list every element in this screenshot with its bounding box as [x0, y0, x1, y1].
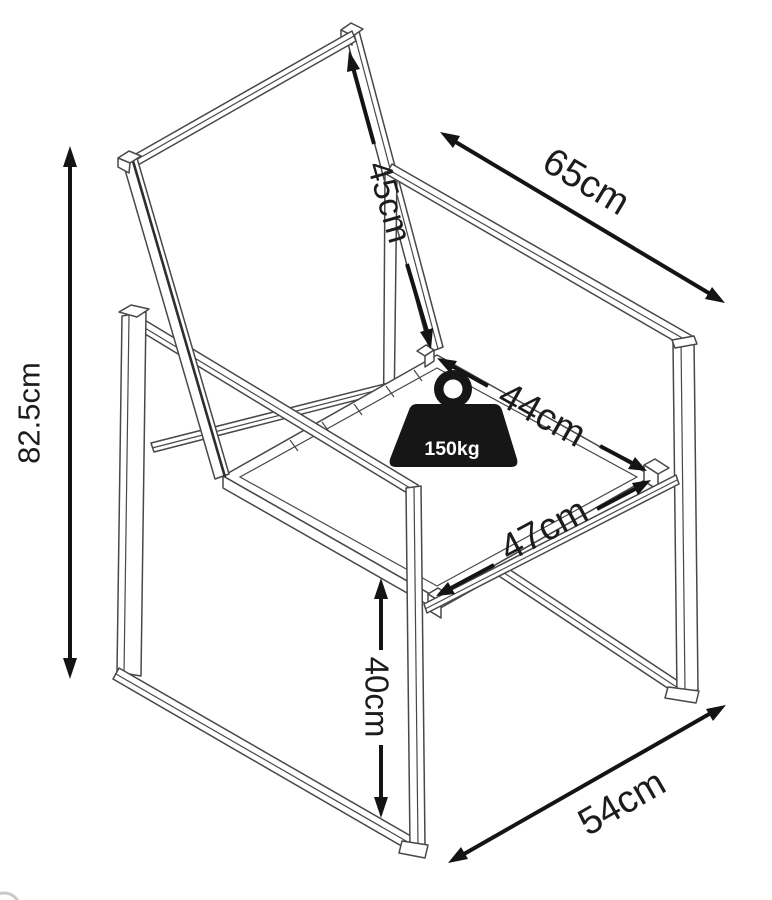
weight-ring-hole [443, 379, 463, 399]
front-left-foot [398, 840, 429, 859]
front-right-post-cap [671, 335, 698, 349]
arrowhead-upright-icon [706, 705, 726, 721]
dimension-line [463, 711, 712, 856]
arrowhead-downleft-icon [448, 847, 468, 863]
dimension-line [450, 486, 638, 590]
dimension-label-arm-depth: 65cm [535, 140, 636, 224]
arrowhead-up-icon [374, 578, 388, 599]
arrowhead-downright-icon [628, 457, 647, 471]
arrowhead-down-icon [420, 328, 433, 349]
back-left-post [116, 311, 147, 677]
dimension-label-backrest-height: 45cm [359, 157, 418, 247]
dimension-line [452, 139, 714, 297]
front-stretcher-group [423, 474, 680, 614]
dimension-label-base-depth: 54cm [571, 762, 672, 845]
dimension-overall-height: 82.5cm [12, 146, 77, 679]
left-side-frame [112, 304, 429, 859]
back-left-post-cap [118, 304, 150, 318]
front-stretcher-edge [424, 479, 678, 610]
front-right-post-edge [680, 340, 686, 692]
dimension-line [449, 363, 635, 466]
arrowhead-up-icon [63, 146, 77, 167]
arrowhead-down-icon [374, 797, 388, 818]
dimension-label-overall-height: 82.5cm [12, 362, 47, 464]
arrowhead-up-icon [347, 51, 360, 72]
weight-body-icon [389, 404, 518, 467]
weight-capacity-icon: 150kg [389, 370, 518, 467]
right-armrest-edge [388, 169, 692, 344]
front-right-foot [664, 686, 700, 704]
backrest-left-post-shadow [131, 160, 227, 478]
dimension-label-seat-height: 40cm [359, 657, 396, 738]
front-right-post [672, 337, 699, 695]
arrowhead-upleft-icon [437, 358, 457, 373]
backrest-left-cap-side [117, 157, 131, 174]
watermark-circle [0, 891, 20, 900]
back-left-post-edge [123, 314, 130, 676]
backrest-left-post-group [117, 150, 230, 480]
arrowhead-upleft-icon [440, 132, 460, 148]
dimension-base-depth: 54cm [448, 705, 726, 863]
dimension-seat-height: 40cm [359, 578, 396, 818]
front-left-post-edge [413, 486, 419, 847]
arrowhead-downleft-icon [436, 582, 455, 596]
arrowhead-upright-icon [632, 480, 651, 495]
seat-back-corner-hinge-b [424, 349, 435, 368]
dimension-line [350, 63, 431, 339]
arrowhead-down-icon [63, 658, 77, 679]
seat-inner-frame [238, 367, 639, 587]
arrowhead-downright-icon [705, 287, 725, 303]
weight-capacity-label: 150kg [424, 438, 479, 460]
chair-drawing [112, 22, 700, 859]
backrest-top-rail-edge [135, 35, 355, 161]
left-bottom-runner-edge [115, 673, 421, 850]
